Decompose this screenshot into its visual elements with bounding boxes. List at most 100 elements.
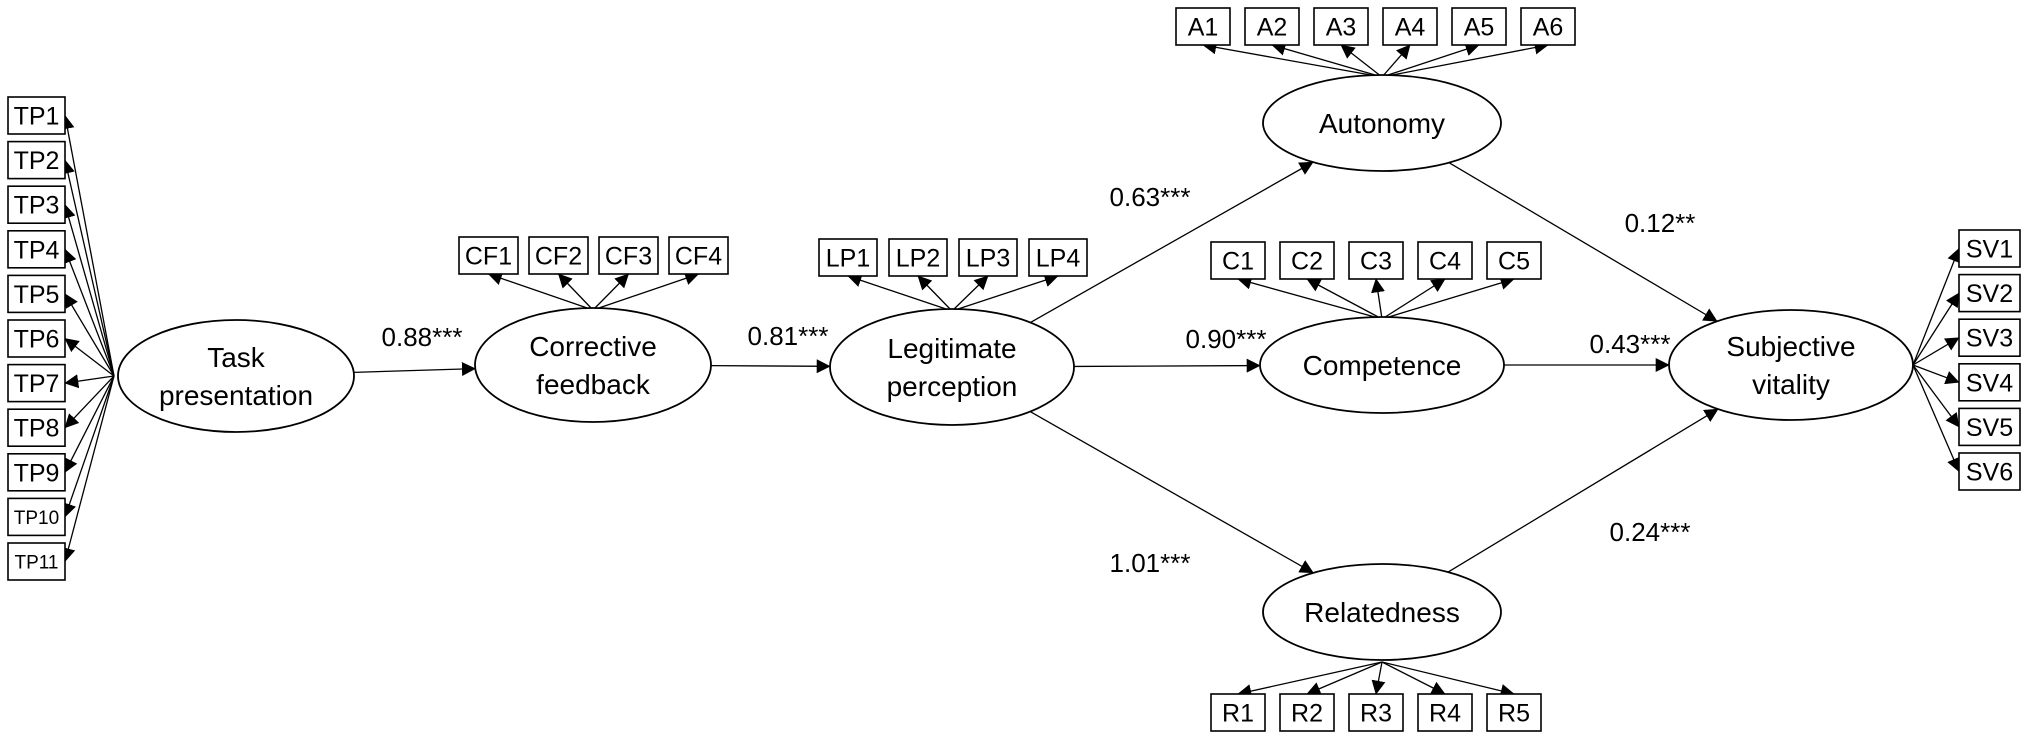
- loading-arrow-tp-2: [61, 159, 115, 377]
- loading-arrow-sv-4: [1912, 364, 1960, 385]
- indicator-box-a1: [1175, 7, 1231, 46]
- loading-arrow-lp-1: [847, 273, 953, 312]
- loading-arrow-sv-1: [1912, 247, 1961, 366]
- indicator-label-lp3: LP3: [966, 245, 1010, 273]
- loading-arrow-tp-3: [61, 204, 115, 377]
- loading-arrow-aut-1: [1202, 40, 1383, 78]
- indicator-label-tp1: TP1: [14, 103, 60, 131]
- path-coefficient-rel-sv: 0.24***: [1610, 517, 1691, 547]
- indicator-label-r3: R3: [1360, 700, 1392, 728]
- latent-competence: [1259, 316, 1505, 414]
- indicator-label-tp2: TP2: [14, 147, 60, 175]
- indicator-box-c5: [1486, 241, 1542, 280]
- loading-arrow-sv-5: [1912, 364, 1960, 428]
- indicator-box-a4: [1382, 7, 1438, 46]
- latent-label-autonomy-1: Autonomy: [1319, 108, 1445, 139]
- path-coefficient-aut-sv: 0.12**: [1625, 208, 1696, 238]
- path-coefficient-tp-cf: 0.88***: [382, 322, 463, 352]
- loading-arrow-tp-5: [64, 293, 115, 377]
- indicator-box-a5: [1451, 7, 1507, 46]
- indicator-box-sv6: [1958, 452, 2021, 491]
- indicator-label-tp7: TP7: [14, 370, 60, 398]
- latent-label-subjective-vitality-1: Subjective: [1726, 331, 1855, 362]
- indicator-box-r2: [1279, 693, 1335, 732]
- loading-arrow-cf-4: [592, 271, 700, 311]
- indicator-label-cf3: CF3: [605, 243, 652, 271]
- path-arrow-lp-aut: [1030, 161, 1314, 324]
- loading-arrow-cf-1: [487, 271, 594, 311]
- coefficient-layer: 0.88***0.81***0.63***0.90***1.01***0.12*…: [382, 182, 1696, 578]
- path-coefficient-lp-rel: 1.01***: [1110, 548, 1191, 578]
- loading-arrow-rel-1: [1237, 661, 1383, 698]
- indicator-label-r1: R1: [1222, 700, 1254, 728]
- indicator-label-a3: A3: [1326, 14, 1357, 42]
- indicator-box-tp1: [7, 96, 66, 135]
- loading-arrow-aut-3: [1340, 44, 1383, 78]
- indicator-box-cf2: [528, 236, 589, 275]
- indicator-box-r3: [1348, 693, 1404, 732]
- loading-arrow-tp-1: [60, 114, 115, 377]
- loading-arrow-tp-11: [61, 375, 115, 563]
- latent-relatedness: [1262, 563, 1502, 661]
- indicator-label-tp8: TP8: [14, 415, 60, 443]
- loading-arrow-comp-3: [1371, 278, 1385, 320]
- indicator-box-sv2: [1958, 273, 2021, 313]
- indicator-box-c1: [1210, 241, 1266, 280]
- loading-arrow-aut-6: [1381, 40, 1549, 78]
- indicator-box-c3: [1348, 241, 1404, 280]
- indicator-box-r4: [1417, 693, 1473, 732]
- indicator-box-lp4: [1028, 238, 1088, 277]
- indicator-box-tp2: [7, 140, 66, 180]
- indicator-label-c5: C5: [1498, 248, 1530, 276]
- path-arrow-cf-lp: [710, 359, 831, 374]
- indicator-box-tp6: [7, 319, 66, 358]
- indicator-label-tp9: TP9: [14, 459, 60, 487]
- indicator-box-tp3: [7, 185, 66, 224]
- indicator-label-tp4: TP4: [14, 236, 60, 264]
- indicator-box-tp8: [7, 408, 66, 448]
- latent-label-competence-1: Competence: [1303, 350, 1462, 381]
- indicator-label-tp3: TP3: [14, 192, 60, 220]
- indicator-box-r1: [1210, 693, 1266, 732]
- indicator-label-cf4: CF4: [675, 243, 722, 271]
- loading-arrow-lp-3: [951, 275, 989, 312]
- latent-label-task-presentation-2: presentation: [159, 380, 313, 411]
- path-arrow-lp-comp: [1073, 358, 1261, 373]
- latent-label-legitimate-perception-1: Legitimate: [887, 333, 1016, 364]
- indicator-box-a3: [1313, 7, 1369, 46]
- node-layer: TP1TP2TP3TP4TP5TP6TP7TP8TP9TP10TP11SV1SV…: [7, 7, 2021, 732]
- path-coefficient-lp-comp: 0.90***: [1186, 324, 1267, 354]
- loading-arrow-aut-4: [1381, 44, 1411, 78]
- indicator-box-sv4: [1958, 362, 2021, 402]
- indicator-label-a4: A4: [1395, 14, 1426, 42]
- latent-legitimate-perception: [829, 308, 1075, 426]
- indicator-box-tp5: [7, 274, 66, 314]
- loading-arrow-sv-6: [1912, 364, 1961, 473]
- indicator-label-a5: A5: [1464, 14, 1495, 42]
- loading-arrow-tp-9: [64, 375, 115, 473]
- loading-arrow-rel-5: [1381, 661, 1515, 698]
- indicator-label-c2: C2: [1291, 248, 1323, 276]
- loading-arrow-lp-4: [951, 273, 1059, 312]
- loading-arrow-cf-2: [558, 273, 594, 311]
- indicator-label-tp6: TP6: [14, 326, 60, 354]
- indicator-box-a6: [1520, 7, 1576, 46]
- indicator-label-r5: R5: [1498, 700, 1530, 728]
- latent-label-subjective-vitality-2: vitality: [1752, 369, 1830, 400]
- indicator-label-tp5: TP5: [14, 281, 60, 309]
- indicator-label-sv6: SV6: [1966, 459, 2013, 487]
- loading-arrow-rel-2: [1306, 661, 1383, 696]
- loading-arrow-aut-5: [1381, 42, 1480, 78]
- path-arrow-rel-sv: [1447, 408, 1719, 573]
- loading-arrow-sv-3: [1912, 337, 1960, 366]
- indicator-box-cf4: [668, 236, 729, 275]
- indicator-label-c4: C4: [1429, 248, 1461, 276]
- indicator-label-r2: R2: [1291, 700, 1323, 728]
- indicator-label-cf1: CF1: [465, 243, 512, 271]
- latent-label-corrective-feedback-1: Corrective: [529, 331, 657, 362]
- connector-layer: [60, 40, 1961, 698]
- indicator-box-tp11: [7, 542, 66, 581]
- loading-arrow-tp-6: [64, 337, 115, 377]
- indicator-box-cf3: [598, 236, 659, 275]
- indicator-box-sv3: [1958, 318, 2021, 358]
